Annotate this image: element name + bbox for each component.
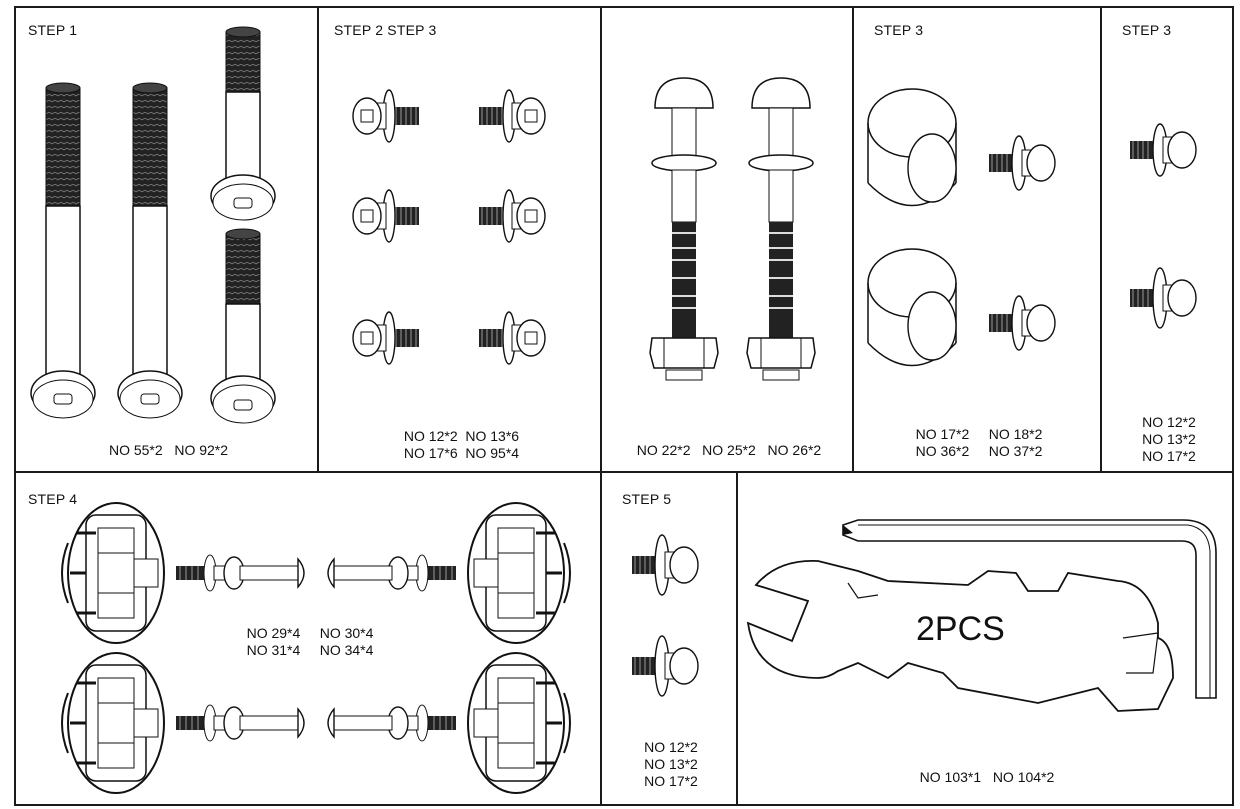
- washer-screw-illustration: [352, 89, 546, 365]
- panel-step3-screws: STEP 3 NO 12*2 NO 13*2 NO 17*2: [1100, 6, 1234, 473]
- quantity-callout: 2PCS: [916, 610, 1005, 648]
- step-label: STEP 3: [1122, 22, 1172, 38]
- step-label: STEP 1: [28, 22, 78, 38]
- part-numbers-label: NO 17*2 NO 18*2: [915, 426, 1043, 442]
- long-bolt-illustration: [30, 26, 276, 424]
- step-label: STEP 3: [874, 22, 924, 38]
- part-numbers-label: NO 17*2: [644, 773, 698, 789]
- part-numbers-label: NO 29*4 NO 30*4: [246, 625, 374, 641]
- part-numbers-label: NO 17*2: [1142, 448, 1196, 464]
- part-numbers-label: NO 13*2: [1142, 431, 1196, 447]
- screw-illustration: [1130, 123, 1197, 329]
- part-numbers-label: NO 12*2 NO 13*6: [403, 428, 520, 444]
- step-label: STEP 5: [622, 491, 672, 507]
- part-numbers-label: NO 12*2: [644, 739, 698, 755]
- part-numbers-label: NO 31*4 NO 34*4: [246, 642, 374, 658]
- screw-illustration: [632, 534, 699, 697]
- panel-tools: 2PCS NO 103*1 NO 104*2: [736, 471, 1234, 806]
- part-numbers-label: NO 22*2 NO 25*2 NO 26*2: [636, 442, 822, 458]
- part-numbers-label: NO 17*6 NO 95*4: [403, 445, 520, 461]
- wrench-hexkey-illustration: [746, 519, 1217, 712]
- panel-step4: STEP 4: [14, 471, 602, 806]
- panel-long-bolts: NO 22*2 NO 25*2 NO 26*2: [600, 6, 854, 473]
- bolt-nut-illustration: [649, 77, 816, 381]
- part-numbers-label: NO 13*2: [644, 756, 698, 772]
- part-numbers-label: NO 12*2: [1142, 414, 1196, 430]
- spacer-illustration: [867, 88, 1056, 367]
- panel-step1: STEP 1: [14, 6, 319, 473]
- step-label: STEP 4: [28, 491, 78, 507]
- panel-step3-spacers: STEP 3: [852, 6, 1102, 473]
- part-numbers-label: NO 36*2 NO 37*2: [915, 443, 1043, 459]
- part-numbers-label: NO 103*1 NO 104*2: [919, 769, 1055, 785]
- part-numbers-label: NO 55*2 NO 92*2: [108, 442, 229, 458]
- step-label: STEP 2 STEP 3: [334, 22, 437, 38]
- panel-step2-step3: STEP 2 STEP 3 NO 12*2 NO 13*6 NO 17*6 NO: [317, 6, 602, 473]
- panel-step5: STEP 5 NO 12*2 NO 13*2 NO 17*2: [600, 471, 738, 806]
